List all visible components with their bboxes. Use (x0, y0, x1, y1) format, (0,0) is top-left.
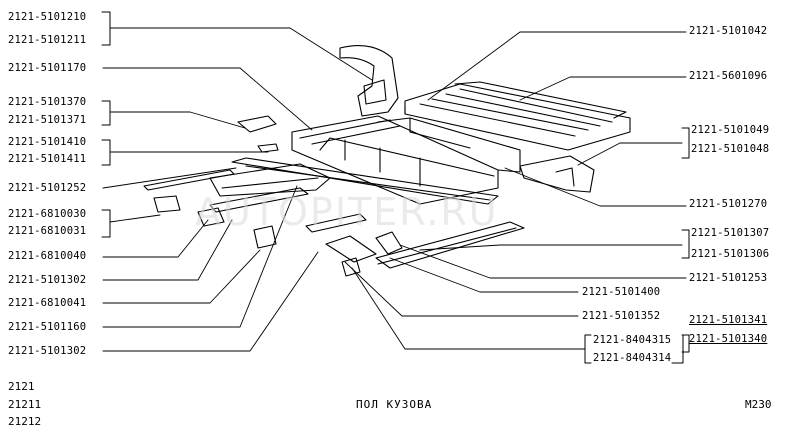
part-label: 2121-5101340 (689, 333, 768, 345)
cushion-1 (153, 195, 181, 213)
floor-parts (143, 45, 631, 277)
part-label: 2121-5101210 (8, 11, 87, 23)
model-code: 21212 (8, 415, 42, 428)
part-label: 2121-5101410 (8, 136, 87, 148)
part-label: 2121-5101042 (689, 25, 768, 37)
small-bracket-1 (237, 115, 277, 133)
part-label: 2121-5101302 (8, 345, 87, 357)
part-label: 2121-5101160 (8, 321, 87, 333)
page-title: ПОЛ КУЗОВА (356, 398, 433, 411)
part-label: 2121-5101411 (8, 153, 87, 165)
part-label: 2121-5101049 (691, 124, 770, 136)
leader-lines (102, 27, 687, 352)
part-label: 2121-5101306 (691, 248, 770, 260)
page-code: M230 (745, 398, 772, 411)
front-member (209, 163, 331, 197)
part-label: 2121-5101048 (691, 143, 770, 155)
part-label: 2121-5101307 (691, 227, 770, 239)
side-rail-2 (305, 213, 367, 233)
part-label: 2121-6810040 (8, 250, 87, 262)
part-label: 2121-5101400 (582, 286, 661, 298)
part-label: 2121-5101341 (689, 314, 768, 326)
cushion-3 (253, 225, 277, 249)
part-label: 2121-5101211 (8, 34, 87, 46)
part-label: 2121-5101252 (8, 182, 87, 194)
main-floor-frame (291, 115, 499, 205)
part-label: 2121-5101352 (582, 310, 661, 322)
part-label: 2121-5101370 (8, 96, 87, 108)
part-label: 2121-5101371 (8, 114, 87, 126)
rear-cross-member (454, 81, 627, 119)
part-label: 2121-6810031 (8, 225, 87, 237)
watermark: AUTOPITER.RU (195, 190, 499, 234)
part-label: 2121-6810030 (8, 208, 87, 220)
model-code: 2121 (8, 380, 35, 393)
part-label: 2121-8404315 (593, 334, 672, 346)
front-bracket (375, 231, 403, 255)
cushion-2 (197, 207, 225, 227)
small-plate (341, 257, 361, 277)
part-label: 2121-5101170 (8, 62, 87, 74)
side-rail (209, 187, 309, 213)
front-rail (375, 221, 525, 269)
small-bracket-2 (257, 143, 279, 153)
long-sill (231, 157, 499, 205)
part-label: 2121-5101302 (8, 274, 87, 286)
wheel-arch-part (339, 45, 399, 117)
label-brackets (101, 11, 690, 364)
part-label: 2121-8404314 (593, 352, 672, 364)
part-label: 2121-5101270 (689, 198, 768, 210)
right-bracket (519, 155, 595, 193)
part-label: 2121-5101253 (689, 272, 768, 284)
part-label: 2121-6810041 (8, 297, 87, 309)
front-plate (325, 235, 377, 263)
model-code: 21211 (8, 398, 42, 411)
part-label: 2121-5601096 (689, 70, 768, 82)
